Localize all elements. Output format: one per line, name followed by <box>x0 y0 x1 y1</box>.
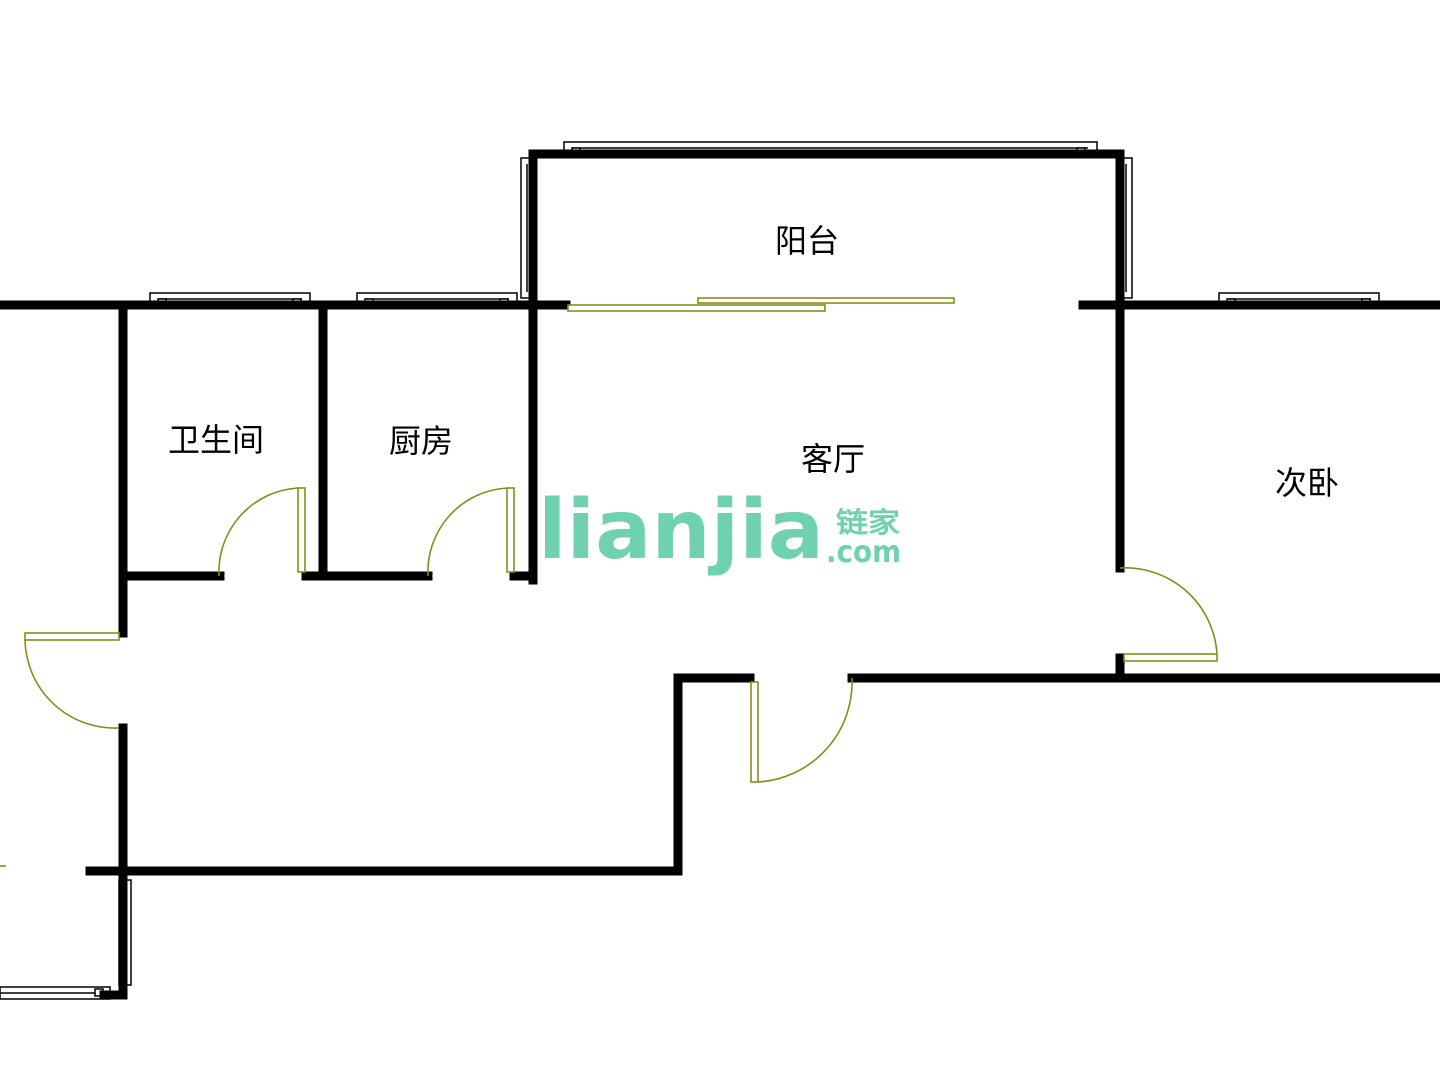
doors <box>0 297 1218 867</box>
room-label-balcony: 阳台 <box>775 222 839 260</box>
walls <box>0 149 1440 1000</box>
balcony-sliding-door <box>567 297 955 312</box>
watermark-domain: .com <box>826 535 901 570</box>
room-label-living-room: 客厅 <box>801 440 865 478</box>
bedroom-door <box>1119 567 1218 662</box>
room-label-second-bedroom: 次卧 <box>1275 464 1339 502</box>
lianjia-watermark: lianjia 链家 .com <box>538 483 901 578</box>
kitchen-door <box>427 487 515 577</box>
watermark-brand: lianjia <box>538 483 824 578</box>
bottom-left-window <box>0 986 111 1000</box>
room-label-kitchen: 厨房 <box>389 422 453 460</box>
room-labels: 阳台 卫生间 厨房 客厅 次卧 <box>168 222 1339 502</box>
room-label-bathroom: 卫生间 <box>168 421 264 459</box>
entrance-door <box>24 632 120 729</box>
corridor-door <box>750 677 853 783</box>
bathroom-door <box>218 487 306 577</box>
watermark-brand-cn: 链家 <box>836 506 900 539</box>
